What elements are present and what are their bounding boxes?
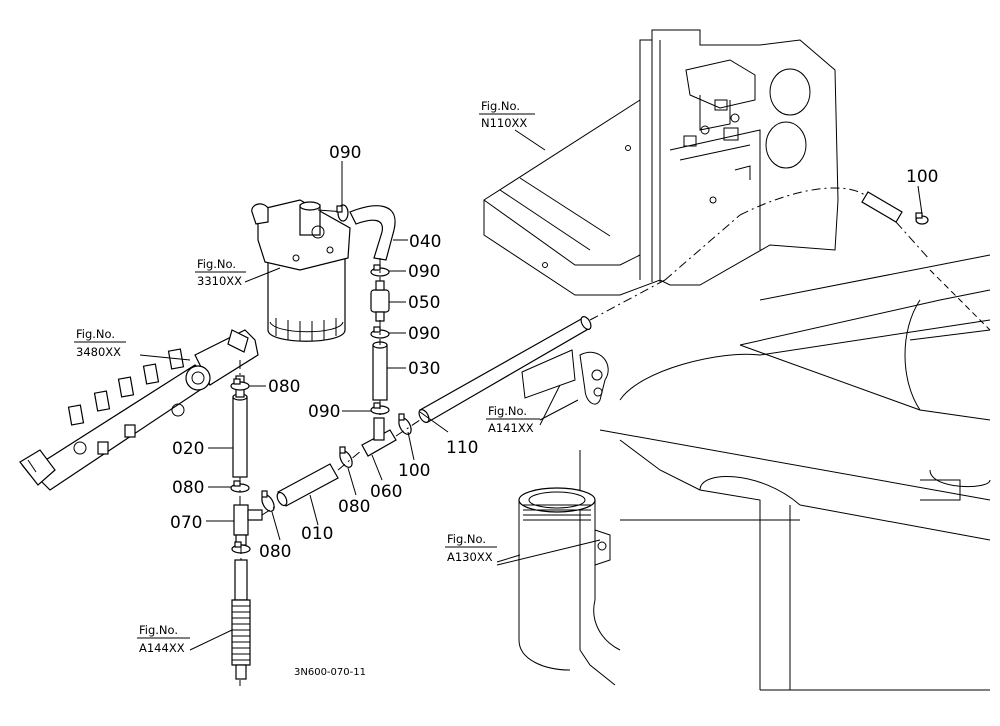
fuel-tank-illustration [518, 254, 991, 691]
leader-lines [139, 129, 923, 651]
fig-ref-a130xx: Fig.No. A130XX [445, 532, 497, 564]
svg-text:A144XX: A144XX [139, 641, 185, 655]
label-100-a: 100 [398, 461, 430, 481]
part-number-labels: 090 040 090 050 090 030 080 090 110 020 … [170, 143, 938, 562]
clip-090-c [370, 326, 390, 339]
svg-text:Fig.No.: Fig.No. [139, 623, 178, 637]
label-090-top: 090 [329, 143, 361, 163]
label-090-c: 090 [408, 324, 440, 344]
fig-ref-n110xx: Fig.No. N110XX [479, 99, 535, 130]
label-030: 030 [408, 359, 440, 379]
label-100-top: 100 [906, 167, 938, 187]
label-090-b: 090 [408, 262, 440, 282]
svg-text:3310XX: 3310XX [197, 274, 242, 288]
figure-reference-labels: Fig.No. N110XX Fig.No. 3310XX Fig.No. 34… [74, 99, 540, 655]
fig-ref-a144xx: Fig.No. A144XX [137, 623, 190, 655]
label-070: 070 [170, 513, 202, 533]
clip-100-a [398, 413, 412, 435]
label-010: 010 [301, 524, 333, 544]
clip-080-a [230, 378, 250, 391]
label-020: 020 [172, 439, 204, 459]
svg-text:Fig.No.: Fig.No. [488, 404, 527, 418]
center-lines [239, 187, 991, 690]
svg-text:Fig.No.: Fig.No. [76, 327, 115, 341]
clip-080-e [261, 490, 275, 512]
svg-text:Fig.No.: Fig.No. [481, 99, 520, 113]
svg-text:A130XX: A130XX [447, 550, 493, 564]
fig-ref-a141xx: Fig.No. A141XX [486, 404, 540, 435]
label-080-b: 080 [338, 497, 370, 517]
clip-090-top [336, 204, 349, 222]
label-110: 110 [446, 438, 478, 458]
label-060: 060 [370, 482, 402, 502]
fig-ref-3310xx: Fig.No. 3310XX [195, 257, 246, 288]
label-050: 050 [408, 293, 440, 313]
fuel-rail-illustration [19, 329, 259, 491]
clip-100-top [915, 212, 929, 225]
label-090-d: 090 [308, 402, 340, 422]
clip-080-b [339, 446, 353, 468]
label-080-d: 080 [259, 542, 291, 562]
frame-bracket-illustration [483, 29, 839, 296]
drawing-code: 3N600-070-11 [294, 667, 366, 678]
svg-text:N110XX: N110XX [481, 116, 527, 130]
svg-text:A141XX: A141XX [488, 421, 534, 435]
svg-text:Fig.No.: Fig.No. [197, 257, 236, 271]
fig-ref-3480xx: Fig.No. 3480XX [74, 327, 126, 359]
label-080-a: 080 [268, 377, 300, 397]
bracket-a141-illustration [521, 349, 609, 405]
hose-clips [230, 204, 929, 554]
fuel-filter-illustration [251, 199, 351, 342]
svg-text:3480XX: 3480XX [76, 345, 121, 359]
label-080-c: 080 [172, 478, 204, 498]
label-040: 040 [409, 232, 441, 252]
svg-text:Fig.No.: Fig.No. [447, 532, 486, 546]
